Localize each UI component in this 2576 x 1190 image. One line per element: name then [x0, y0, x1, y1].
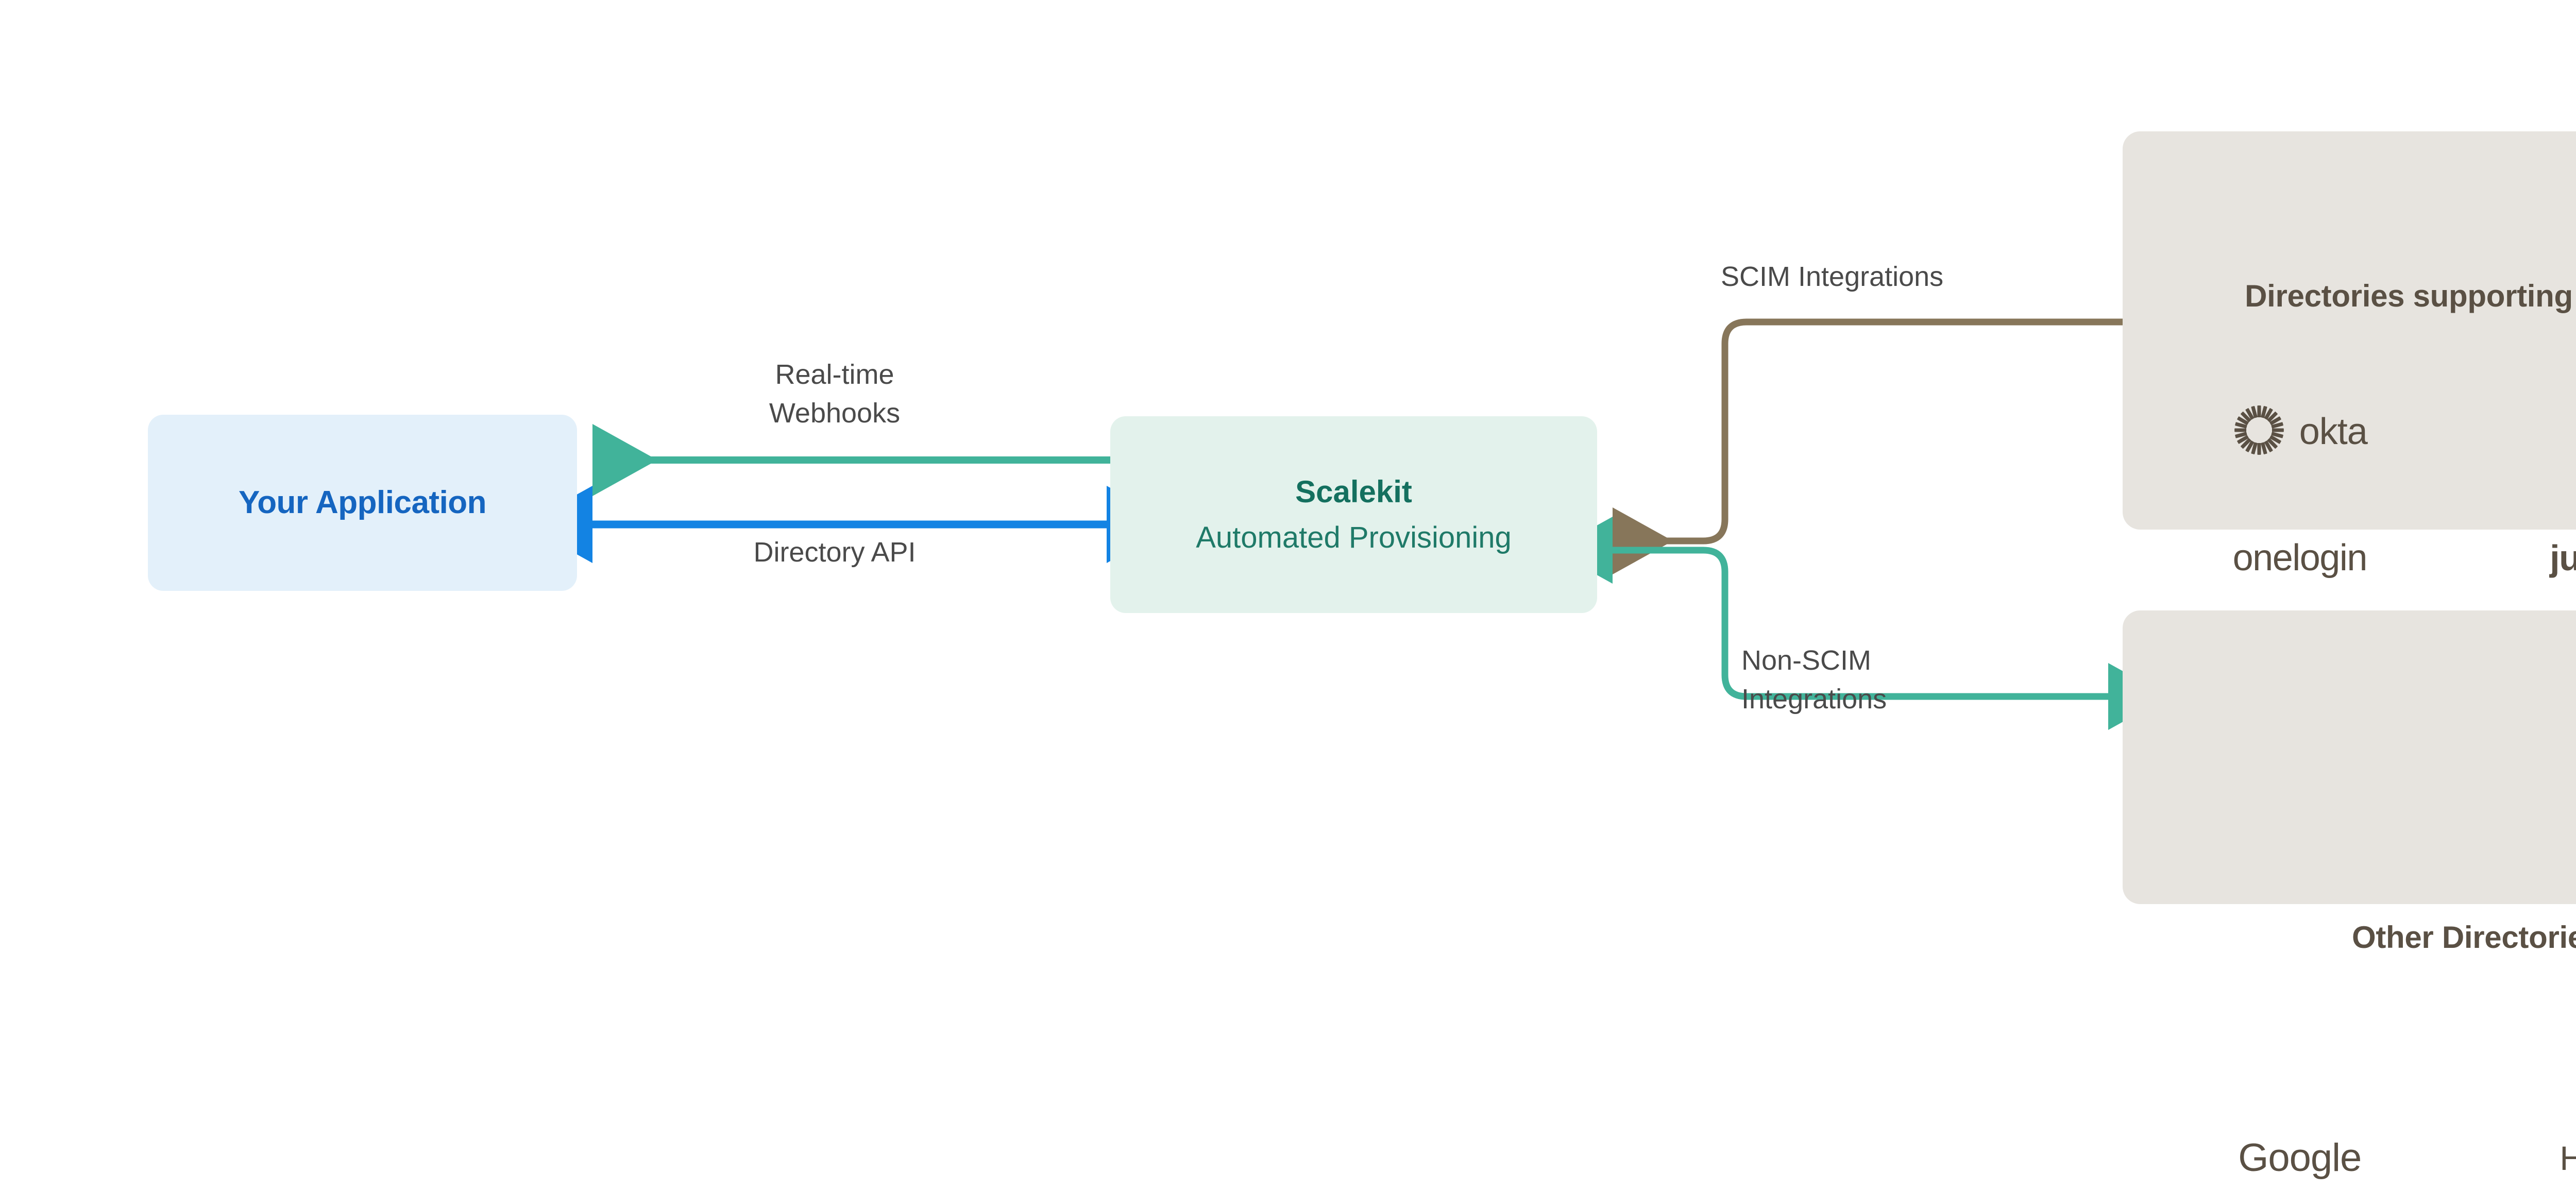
- okta-sunburst-icon: [2232, 403, 2286, 460]
- node-your-application[interactable]: Your Application: [148, 415, 577, 591]
- logo-okta[interactable]: okta: [2123, 399, 2477, 464]
- okta-label: okta: [2299, 413, 2367, 450]
- scalekit-subtitle: Automated Provisioning: [1196, 521, 1512, 555]
- scalekit-title: Scalekit: [1295, 474, 1412, 509]
- diagram-canvas: Your Application Scalekit Automated Prov…: [0, 0, 2576, 991]
- edge-scim-line: [1613, 322, 2123, 541]
- logo-onelogin[interactable]: onelogin: [2123, 525, 2477, 590]
- onelogin-label: onelogin: [2233, 539, 2367, 576]
- panel-scim-directories: Directories supporting SCIM 2.0: [2123, 131, 2576, 530]
- your-application-label: Your Application: [239, 485, 486, 520]
- jumpcloud-label: jumpcloud: [2550, 540, 2576, 576]
- logo-jumpcloud[interactable]: jumpcloud TM: [2477, 525, 2576, 590]
- other-panel-title: Other Directories: [2123, 920, 2576, 955]
- edge-label-directory-api: Directory API: [670, 533, 999, 572]
- logo-azure[interactable]: Azure: [2477, 399, 2576, 464]
- node-scalekit[interactable]: Scalekit Automated Provisioning: [1110, 416, 1597, 613]
- edge-label-non-scim-integrations: Non-SCIM Integrations: [1741, 641, 2009, 718]
- google-label: Google: [2238, 1138, 2361, 1178]
- logo-hrms-hris[interactable]: HRMS/HRIS: [2477, 1126, 2576, 1190]
- hrms-hris-label: HRMS/HRIS: [2560, 1141, 2576, 1175]
- panel-other-directories: Other Directories Google HRMS/HRIS: [2123, 610, 2576, 904]
- edge-label-scim-integrations: SCIM Integrations: [1721, 258, 2081, 296]
- scim-panel-title: Directories supporting SCIM 2.0: [2123, 278, 2576, 314]
- logo-google[interactable]: Google: [2123, 1126, 2477, 1190]
- edge-label-webhooks: Real-time Webhooks: [670, 355, 999, 432]
- other-logo-grid: Google HRMS/HRIS: [2123, 1126, 2576, 1190]
- scim-logo-grid: okta Azure onelogin jumpcloud TM: [2123, 399, 2576, 590]
